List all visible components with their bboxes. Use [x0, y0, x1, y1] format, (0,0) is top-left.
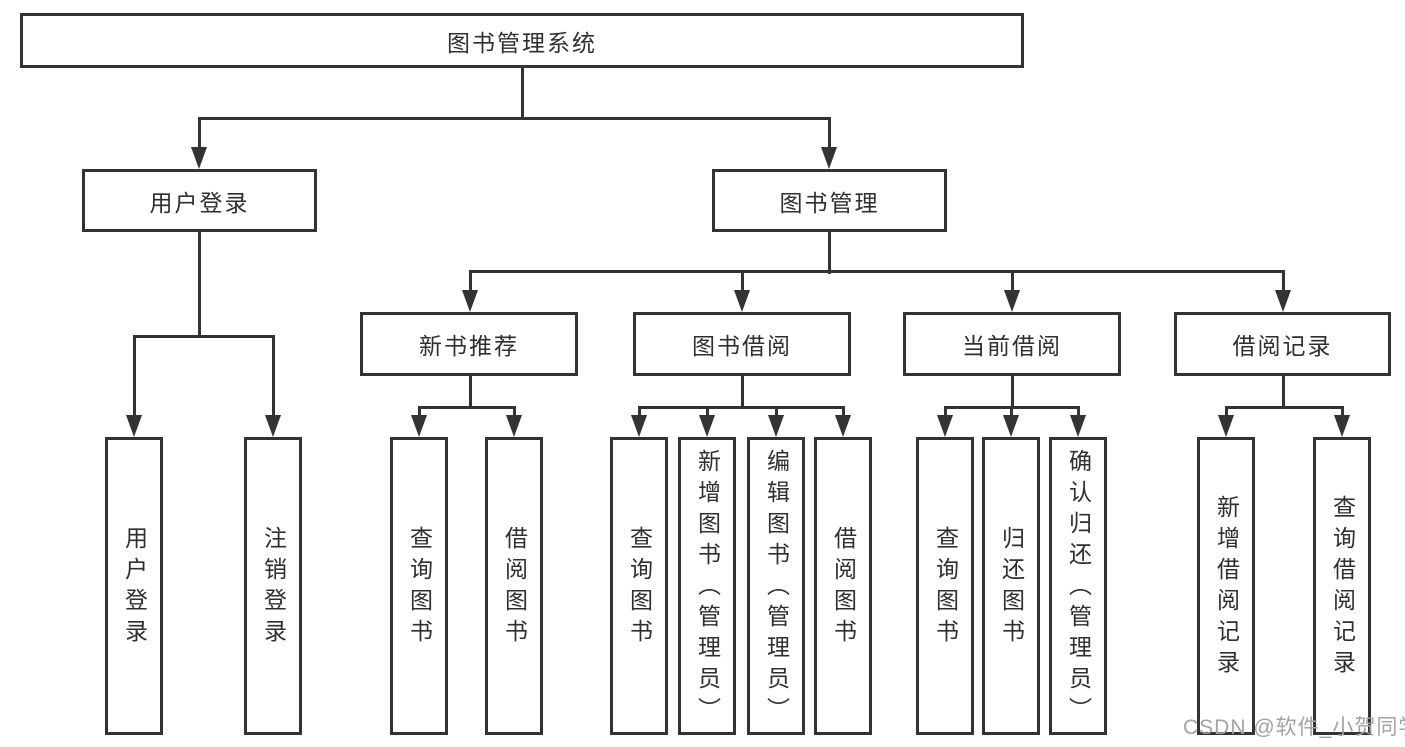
rail-records-children	[1224, 406, 1344, 409]
connector-book-management-stub	[827, 232, 831, 274]
arrow-into-leaf-query-books-recommend	[411, 407, 427, 437]
leaf-query-books-recommend: 查询图书	[390, 437, 448, 735]
arrow-into-new-book-recommendation	[462, 272, 478, 312]
arrow-into-leaf-return-books	[1003, 407, 1019, 437]
leaf-return-books: 归还图书	[982, 437, 1040, 735]
arrow-into-leaf-query-books-current	[937, 407, 953, 437]
arrow-into-leaf-borrow-books-recommend	[506, 407, 522, 437]
rail-user-login-children	[132, 335, 275, 338]
node-borrowing-records: 借阅记录	[1174, 312, 1391, 376]
arrow-into-leaf-confirm-return-admin	[1070, 407, 1086, 437]
connector-records-stub	[1281, 376, 1285, 409]
leaf-borrow-books-recommend: 借阅图书	[485, 437, 543, 735]
arrow-into-book-borrowing	[734, 272, 750, 312]
rail-level3	[468, 270, 1285, 273]
arrow-into-leaf-user-login	[126, 336, 142, 437]
arrow-into-leaf-borrow-books	[835, 407, 851, 437]
leaf-add-borrow-record: 新增借阅记录	[1197, 437, 1255, 735]
node-current-borrowing: 当前借阅	[903, 312, 1121, 376]
rail-borrowing-children	[637, 406, 845, 409]
arrow-into-leaf-add-borrow-record	[1218, 407, 1234, 437]
arrow-into-leaf-query-borrow-record	[1334, 407, 1350, 437]
leaf-borrow-books: 借阅图书	[814, 437, 872, 735]
connector-user-login-stub	[197, 232, 201, 338]
connector-borrowing-stub	[740, 376, 744, 409]
rail-recommend-children	[417, 406, 516, 409]
node-book-management: 图书管理	[712, 169, 947, 232]
leaf-edit-books-admin: 编辑图书（管理员）	[747, 437, 805, 735]
rail-level2	[197, 117, 831, 120]
arrow-into-book-management	[821, 118, 837, 169]
node-user-login: 用户登录	[82, 169, 317, 232]
arrow-into-user-login	[191, 118, 207, 169]
leaf-query-books-current: 查询图书	[916, 437, 974, 735]
leaf-query-books-borrow: 查询图书	[610, 437, 668, 735]
arrow-into-borrowing-records	[1275, 272, 1291, 312]
arrow-into-leaf-add-books-admin	[699, 407, 715, 437]
arrow-into-leaf-query-books-borrow	[631, 407, 647, 437]
leaf-add-books-admin: 新增图书（管理员）	[678, 437, 736, 735]
arrow-into-leaf-logout	[265, 336, 281, 437]
arrow-into-current-borrowing	[1004, 272, 1020, 312]
leaf-confirm-return-admin: 确认归还（管理员）	[1049, 437, 1107, 735]
leaf-logout: 注销登录	[244, 437, 302, 735]
csdn-watermark: CSDN @软件_小贺同学	[1183, 716, 1405, 739]
node-book-borrowing: 图书借阅	[633, 312, 851, 376]
connector-recommend-stub	[468, 376, 472, 409]
connector-root-stub	[520, 68, 524, 120]
leaf-query-borrow-record: 查询借阅记录	[1313, 437, 1371, 735]
node-library-system: 图书管理系统	[20, 13, 1024, 68]
arrow-into-leaf-edit-books-admin	[768, 407, 784, 437]
leaf-user-login: 用户登录	[105, 437, 163, 735]
connector-current-stub	[1010, 376, 1014, 409]
node-new-book-recommendation: 新书推荐	[360, 312, 578, 376]
